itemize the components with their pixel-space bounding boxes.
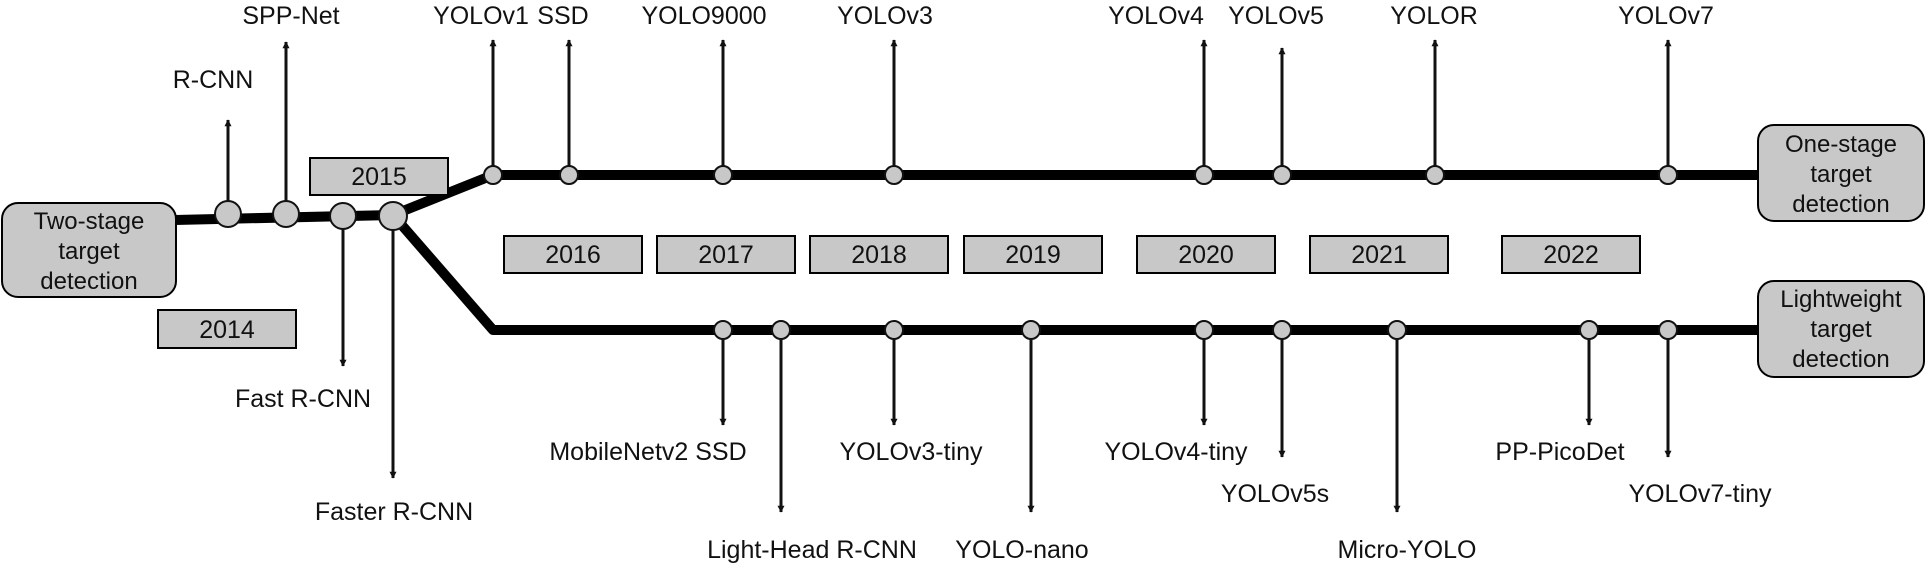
terminal-lightweight-line2: target (1810, 316, 1872, 343)
label-yolov1: YOLOv1 (433, 2, 529, 30)
year-box-2020: 2020 (1136, 235, 1276, 274)
terminal-two-stage: Two-stage target detection (1, 202, 177, 298)
node-spp-net (272, 200, 300, 228)
label-yolov4: YOLOv4 (1108, 2, 1204, 30)
year-box-2016: 2016 (503, 235, 643, 274)
label-yolov7-tiny: YOLOv7-tiny (1628, 480, 1772, 508)
node-fast-r-cnn (329, 202, 357, 230)
node-yolov1 (483, 165, 503, 185)
label-yolov3: YOLOv3 (837, 2, 933, 30)
terminal-lightweight: Lightweight target detection (1757, 280, 1925, 378)
label-yolov4-tiny: YOLOv4-tiny (1104, 438, 1248, 466)
year-box-2019: 2019 (963, 235, 1103, 274)
label-r-cnn: R-CNN (173, 66, 254, 94)
lightweight-line (389, 211, 1760, 335)
node-yolo-nano (1021, 320, 1041, 340)
node-yolov3-tiny (884, 320, 904, 340)
nodes (214, 165, 1678, 340)
year-box-2014: 2014 (157, 309, 297, 349)
terminal-two-stage-line3: detection (40, 268, 137, 295)
year-label: 2016 (545, 241, 601, 269)
node-yolor (1425, 165, 1445, 185)
terminal-one-stage-line3: detection (1792, 191, 1889, 218)
node-yolov7-tiny (1658, 320, 1678, 340)
label-yolov5: YOLOv5 (1228, 2, 1324, 30)
label-ssd: SSD (537, 2, 588, 30)
terminal-lightweight-line1: Lightweight (1780, 286, 1902, 313)
label-yolo9000: YOLO9000 (641, 2, 766, 30)
year-boxes: 2014 2015 2016 2017 2018 2019 2020 2021 (157, 157, 1641, 349)
label-yolov5s: YOLOv5s (1221, 480, 1329, 508)
year-label: 2017 (698, 241, 754, 269)
year-label: 2021 (1351, 241, 1407, 269)
node-yolov7 (1658, 165, 1678, 185)
one-stage-line (391, 170, 1760, 220)
year-label: 2015 (351, 163, 407, 191)
label-mobilenetv2-ssd: MobileNetv2 SSD (549, 438, 746, 466)
year-label: 2018 (851, 241, 907, 269)
year-box-2018: 2018 (809, 235, 949, 274)
node-pp-picodet (1579, 320, 1599, 340)
model-labels: R-CNN SPP-Net Fast R-CNN Faster R-CNN YO… (173, 2, 1772, 564)
year-label: 2020 (1178, 241, 1234, 269)
label-yolor: YOLOR (1390, 2, 1478, 30)
label-light-head-r-cnn: Light-Head R-CNN (707, 536, 917, 564)
terminal-one-stage-line2: target (1810, 161, 1872, 188)
year-box-2015: 2015 (309, 157, 449, 196)
label-fast-r-cnn: Fast R-CNN (235, 385, 371, 413)
year-box-2022: 2022 (1501, 235, 1641, 274)
year-box-2021: 2021 (1309, 235, 1449, 274)
node-yolov5 (1272, 165, 1292, 185)
terminal-two-stage-line1: Two-stage (34, 208, 145, 235)
terminal-two-stage-line2: target (58, 238, 120, 265)
node-yolo9000 (713, 165, 733, 185)
node-faster-r-cnn (378, 201, 408, 231)
label-yolov3-tiny: YOLOv3-tiny (839, 438, 983, 466)
year-label: 2019 (1005, 241, 1061, 269)
node-yolov4-tiny (1194, 320, 1214, 340)
node-light-head-r-cnn (771, 320, 791, 340)
node-yolov3 (884, 165, 904, 185)
year-box-2017: 2017 (656, 235, 796, 274)
node-mobilenetv2-ssd (713, 320, 733, 340)
year-label: 2022 (1543, 241, 1599, 269)
label-faster-r-cnn: Faster R-CNN (315, 498, 473, 526)
terminal-lightweight-line3: detection (1792, 346, 1889, 373)
label-pp-picodet: PP-PicoDet (1495, 438, 1624, 466)
label-yolo-nano: YOLO-nano (955, 536, 1088, 564)
label-yolov7: YOLOv7 (1618, 2, 1714, 30)
terminal-one-stage-line1: One-stage (1785, 131, 1897, 158)
node-r-cnn (214, 200, 242, 228)
arrows (224, 39, 1672, 513)
label-micro-yolo: Micro-YOLO (1338, 536, 1477, 564)
node-ssd (559, 165, 579, 185)
node-micro-yolo (1387, 320, 1407, 340)
node-yolov4 (1194, 165, 1214, 185)
terminal-one-stage: One-stage target detection (1757, 124, 1925, 222)
label-spp-net: SPP-Net (242, 2, 339, 30)
node-yolov5s (1272, 320, 1292, 340)
year-label: 2014 (199, 316, 255, 344)
